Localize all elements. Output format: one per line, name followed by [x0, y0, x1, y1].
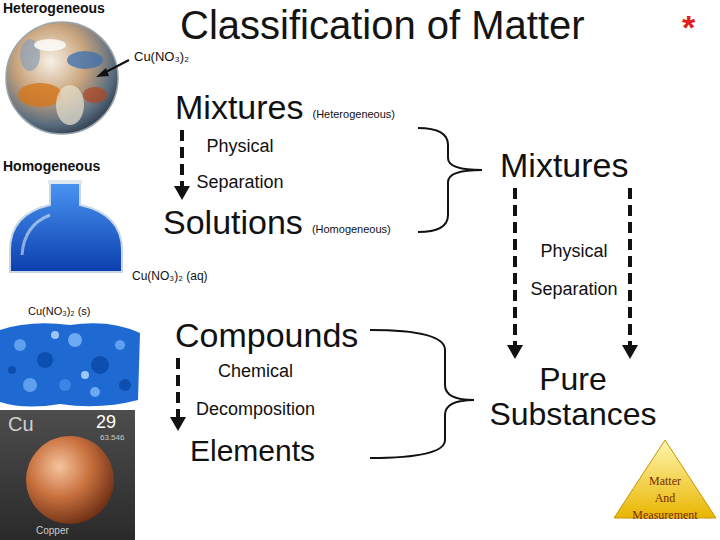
node-label: Mixtures [500, 146, 628, 184]
category-node: Pure Substances [478, 362, 668, 432]
node-label: Pure Substances [478, 362, 668, 432]
node-sublabel: (Homogeneous) [312, 223, 391, 235]
edge-label: Chemical Decomposition [188, 352, 323, 428]
dashed-arrow [507, 188, 523, 359]
node-sublabel: (Heterogeneous) [312, 108, 395, 120]
badge-text-block: Matter And Measurement [612, 472, 718, 523]
marble-photo [6, 22, 118, 134]
photo-caption: Homogeneous [3, 158, 100, 174]
atomic-number: 29 [96, 412, 116, 433]
powder-photo [0, 323, 140, 406]
dashed-arrow [174, 130, 190, 200]
node-label: Mixtures [175, 88, 303, 126]
atomic-mass: 63.546 [100, 433, 124, 442]
formula-label: Cu(NO₃)₂ (aq) [132, 270, 208, 284]
formula-label: Cu(NO₃)₂ (s) [28, 305, 91, 318]
flask-photo [10, 180, 122, 272]
category-node: Mixtures (Heterogeneous) [175, 88, 395, 127]
node-label: Elements [190, 434, 315, 467]
element-name: Copper [36, 525, 69, 537]
star-mark: * [682, 8, 695, 47]
category-node: Mixtures [500, 146, 628, 185]
element-symbol: Cu [8, 413, 34, 436]
category-node: Elements [170, 434, 315, 469]
bracket [370, 128, 482, 458]
edge-label: Physical Separation [185, 128, 295, 200]
edge-label: Physical Separation [520, 232, 628, 308]
leader-arrow [96, 60, 129, 77]
dashed-arrow [170, 358, 186, 431]
node-label: Solutions [163, 203, 303, 241]
title: Classification of Matter [180, 2, 585, 48]
node-label: Compounds [175, 316, 358, 354]
formula-label: Cu(NO₃)₂ [134, 50, 189, 65]
photo-caption: Heterogeneous [3, 0, 105, 16]
node-label: Matter And Measurement [632, 474, 697, 522]
copper-tile [0, 410, 135, 540]
category-node: Compounds [175, 316, 358, 355]
category-node: Solutions (Homogeneous) [163, 203, 391, 242]
badge-triangle: Matter And Measurement [612, 438, 718, 520]
dashed-arrow [622, 188, 638, 359]
